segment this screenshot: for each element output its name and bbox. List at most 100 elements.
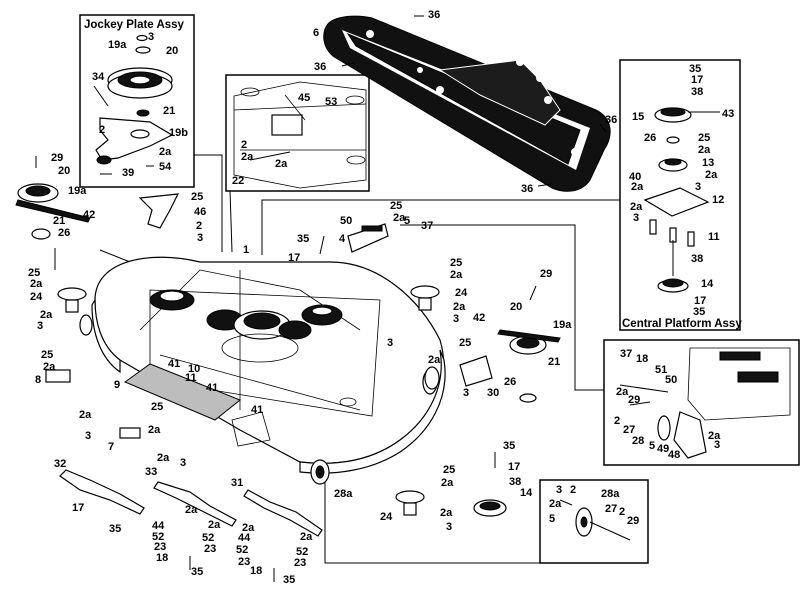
part-number-label: 2 xyxy=(570,484,576,496)
part-number-label: 19a xyxy=(108,39,127,51)
part-number-label: 2 xyxy=(241,139,247,151)
part-number-label: 35 xyxy=(297,233,309,245)
part-number-label: 38 xyxy=(691,86,703,98)
part-number-label: 3 xyxy=(85,430,91,442)
part-number-label: 18 xyxy=(250,565,262,577)
part-number-label: 20 xyxy=(58,165,70,177)
part-number-label: 17 xyxy=(288,252,300,264)
part-number-label: 21 xyxy=(53,215,65,227)
part-number-label: 44 xyxy=(152,520,165,532)
part-number-label: 2a xyxy=(159,146,172,158)
part-number-label: 18 xyxy=(636,353,648,365)
part-number-label: 2a xyxy=(616,386,629,398)
part-number-label: 49 xyxy=(657,443,669,455)
part-number-label: 3 xyxy=(180,457,186,469)
part-number-label: 11 xyxy=(185,372,197,384)
loose-parts xyxy=(15,156,561,582)
part-number-label: 22 xyxy=(232,175,244,187)
part-number-label: 2a xyxy=(43,361,56,373)
part-number-label: 17 xyxy=(508,461,520,473)
part-number-label: 50 xyxy=(340,215,352,227)
part-number-label: 3 xyxy=(148,31,154,43)
part-number-label: 27 xyxy=(605,503,617,515)
part-number-label: 17 xyxy=(691,74,703,86)
part-number-label: 25 xyxy=(450,257,462,269)
part-number-label: 30 xyxy=(487,387,499,399)
part-number-label: 2 xyxy=(614,415,620,427)
part-number-label: 36 xyxy=(428,9,440,21)
belt-cover-detail-inset xyxy=(225,74,370,192)
part-number-label: 27 xyxy=(623,424,635,436)
callout-lines xyxy=(54,154,620,564)
part-number-label: 14 xyxy=(701,278,714,290)
part-number-label: 2a xyxy=(630,201,643,213)
part-number-label: 2a xyxy=(450,269,463,281)
part-number-label: 2a xyxy=(708,430,721,442)
part-number-label: 17 xyxy=(694,295,706,307)
part-number-label: 2 xyxy=(99,124,105,136)
part-number-label: 44 xyxy=(238,532,251,544)
part-number-label: 5 xyxy=(404,215,410,227)
part-number-label: 3 xyxy=(633,212,639,224)
part-number-label: 38 xyxy=(509,476,521,488)
part-number-label: 29 xyxy=(540,268,552,280)
part-number-label: 19b xyxy=(169,127,188,139)
part-number-label: 36 xyxy=(314,61,326,73)
part-number-label: 52 xyxy=(152,531,164,543)
part-number-label: 2a xyxy=(549,498,562,510)
part-number-label: 2a xyxy=(242,522,255,534)
part-number-label: 9 xyxy=(114,379,120,391)
part-number-label: 41 xyxy=(206,382,218,394)
part-number-label: 23 xyxy=(204,543,216,555)
central-platform-inset: Central Platform Assy xyxy=(619,59,742,331)
part-number-label: 2 xyxy=(619,506,625,518)
part-number-label: 28a xyxy=(601,488,620,500)
part-number-label: 24 xyxy=(30,291,43,303)
part-number-label: 25 xyxy=(443,464,455,476)
part-number-label: 52 xyxy=(236,544,248,556)
part-number-label: 2a xyxy=(185,504,198,516)
part-number-label: 6 xyxy=(313,27,319,39)
part-number-label: 2a xyxy=(393,212,406,224)
part-number-label: 2a xyxy=(157,452,170,464)
part-number-label: 19a xyxy=(553,319,572,331)
part-number-label: 10 xyxy=(188,363,200,375)
part-number-label: 48 xyxy=(668,449,680,461)
part-number-label: 28 xyxy=(632,435,644,447)
part-number-label: 31 xyxy=(231,477,243,489)
part-number-label: 3 xyxy=(453,313,459,325)
part-number-label: 25 xyxy=(698,132,710,144)
part-number-label: 50 xyxy=(665,374,677,386)
part-number-label: 11 xyxy=(708,231,720,243)
part-number-label: 2a xyxy=(441,477,454,489)
part-number-label: 37 xyxy=(620,348,632,360)
part-number-label: 2a xyxy=(453,301,466,313)
roller-detail-inset xyxy=(539,479,649,564)
part-number-label: 5 xyxy=(649,440,655,452)
part-number-label: 35 xyxy=(693,306,705,318)
part-number-label: 12 xyxy=(712,194,724,206)
part-number-label: 2a xyxy=(428,354,441,366)
part-number-label: 38 xyxy=(691,253,703,265)
part-number-label: 40 xyxy=(629,171,641,183)
part-number-label: 3 xyxy=(695,181,701,193)
part-number-label: 36 xyxy=(605,114,617,126)
jockey-plate-inset: Jockey Plate Assy xyxy=(79,14,195,188)
part-number-label: 15 xyxy=(632,111,644,123)
part-number-label: 41 xyxy=(251,404,263,416)
part-number-label: 23 xyxy=(238,556,250,568)
part-number-label: 42 xyxy=(473,312,485,324)
part-number-label: 1 xyxy=(243,244,249,256)
part-number-label: 13 xyxy=(702,157,714,169)
belt-cover-plate xyxy=(323,15,611,192)
part-number-label: 39 xyxy=(122,167,134,179)
part-number-label: 3 xyxy=(446,521,452,533)
part-number-label: 3 xyxy=(556,484,562,496)
part-number-label: 19a xyxy=(68,185,87,197)
part-number-label: 51 xyxy=(655,364,667,376)
part-number-label: 2a xyxy=(79,409,92,421)
part-number-label: 2a xyxy=(208,519,221,531)
part-number-label: 23 xyxy=(294,557,306,569)
